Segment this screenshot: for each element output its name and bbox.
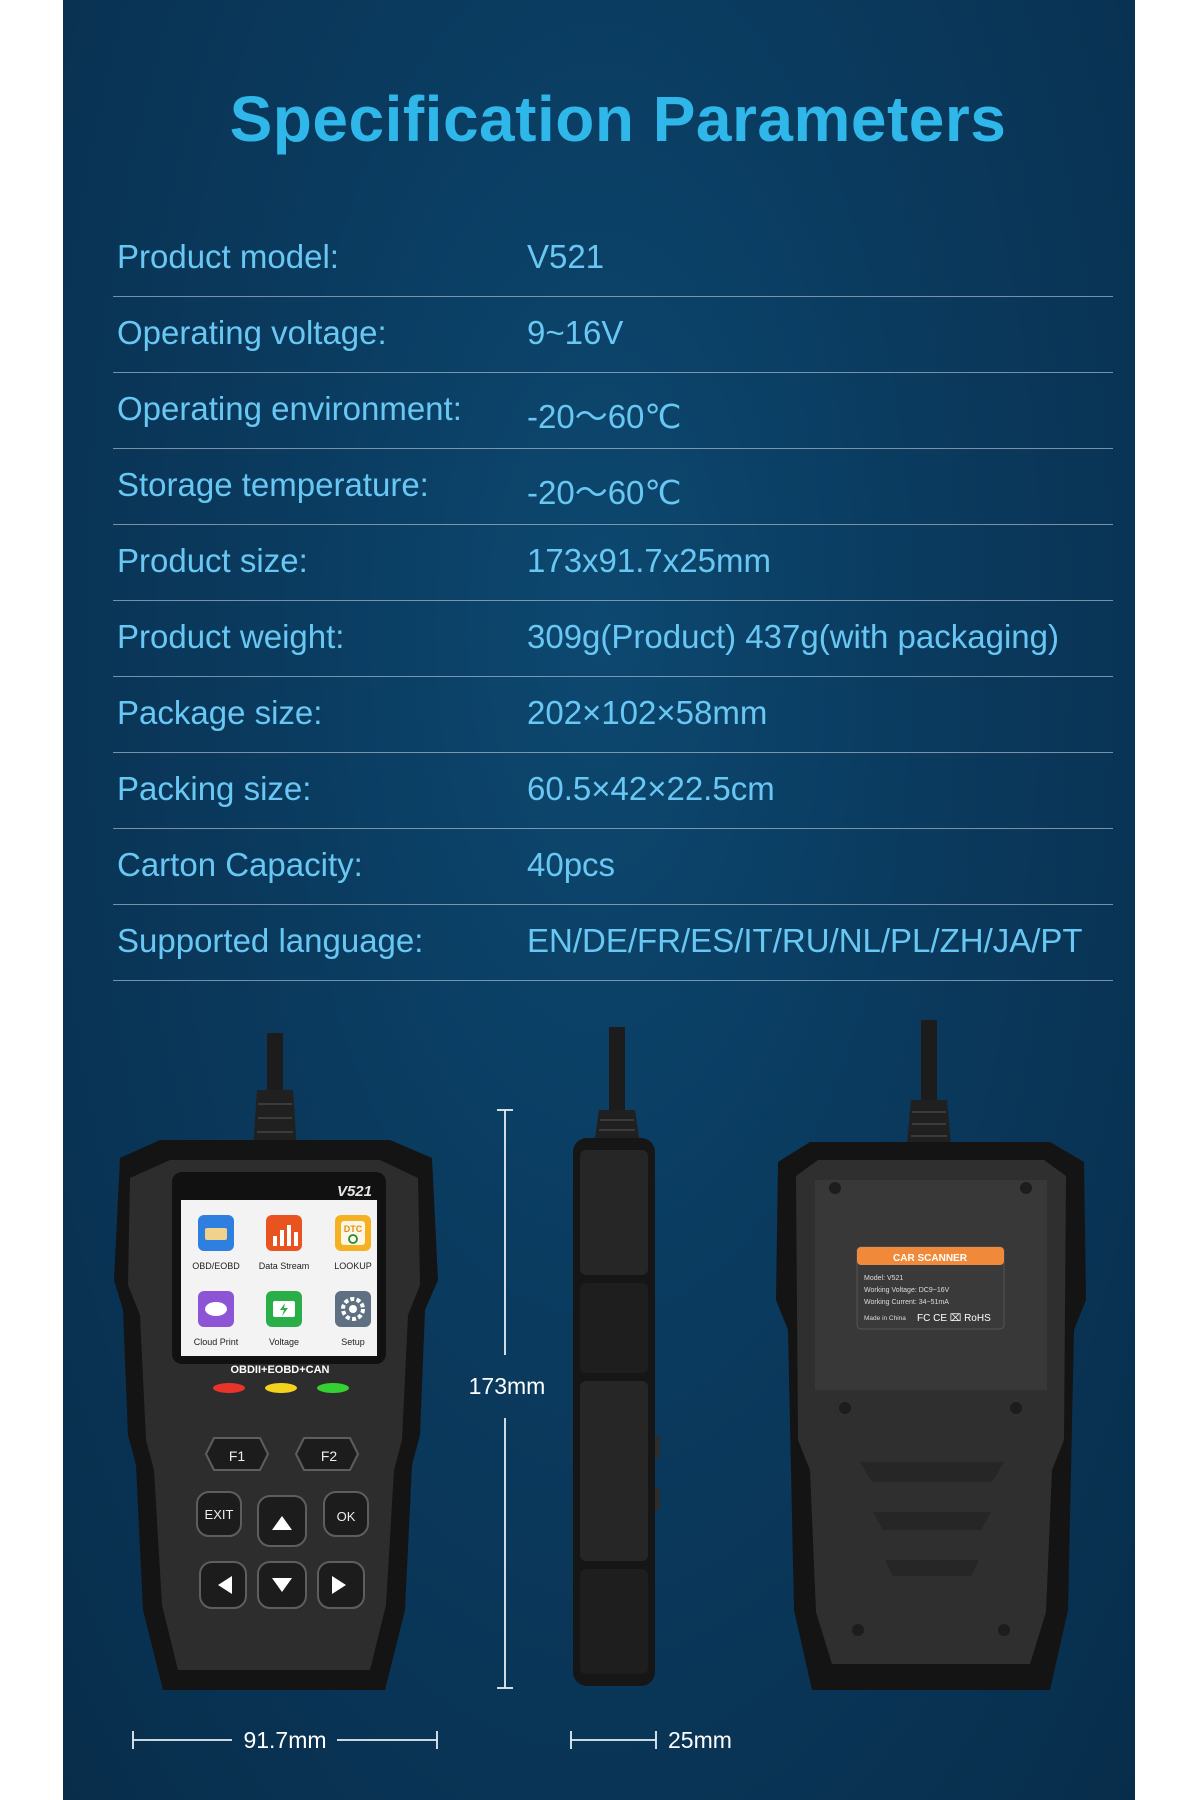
app-label: Data Stream: [259, 1261, 310, 1271]
spec-value: EN/DE/FR/ES/IT/RU/NL/PL/ZH/JA/PT: [527, 922, 1083, 959]
front-view: V521 DTC OBD/EOBD Data Stream LOOKUP Clo…: [114, 1033, 438, 1690]
app-grid: DTC OBD/EOBD Data Stream LOOKUP Cloud Pr…: [192, 1215, 372, 1347]
spec-value: 60.5×42×22.5cm: [527, 770, 775, 807]
page-title: Specification Parameters: [229, 83, 1007, 155]
exit-button: [196, 1491, 242, 1537]
spec-label-sticker: CAR SCANNER Model: V521 Working Voltage:…: [856, 1246, 1005, 1330]
back-view: CAR SCANNER Model: V521 Working Voltage:…: [776, 1020, 1086, 1690]
spec-value: 309g(Product) 437g(with packaging): [527, 618, 1059, 655]
app-label: Setup: [341, 1337, 365, 1347]
spec-row: Packing size: 60.5×42×22.5cm: [113, 752, 1113, 829]
app-label: Voltage: [269, 1337, 299, 1347]
spec-label: Storage temperature:: [117, 466, 429, 503]
svg-text:CAR SCANNER: CAR SCANNER: [893, 1253, 968, 1264]
spec-value: 9~16V: [527, 314, 624, 351]
ok-button: [323, 1491, 369, 1537]
device-model: V521: [337, 1183, 372, 1200]
spec-row: Product model: V521: [113, 220, 1113, 297]
spec-value: 173x91.7x25mm: [527, 542, 771, 579]
spec-label: Carton Capacity:: [117, 846, 363, 883]
red-led: [213, 1383, 245, 1393]
dimension-markers: [132, 1109, 657, 1749]
app-label: Cloud Print: [194, 1337, 239, 1347]
spec-row: Storage temperature: -20～60℃: [113, 448, 1113, 525]
spec-row: Supported language: EN/DE/FR/ES/IT/RU/NL/…: [113, 904, 1113, 981]
f1-button: [204, 1437, 270, 1471]
svg-text:FC CE ⌧ RoHS: FC CE ⌧ RoHS: [917, 1313, 991, 1324]
spec-label: Packing size:: [117, 770, 312, 807]
svg-text:F1: F1: [229, 1448, 246, 1464]
spec-row: Product weight: 309g(Product) 437g(with p…: [113, 600, 1113, 677]
spec-value: -20～60℃: [527, 474, 682, 511]
spec-row: Package size: 202×102×58mm: [113, 676, 1113, 753]
svg-text:Made in China: Made in China: [864, 1315, 906, 1322]
yellow-led: [265, 1383, 297, 1393]
app-label: LOOKUP: [334, 1261, 372, 1271]
width-dimension: 91.7mm: [243, 1727, 326, 1753]
protocols-label: OBDII+EOBD+CAN: [230, 1364, 329, 1376]
svg-text:EXIT: EXIT: [205, 1507, 234, 1522]
spec-row: Carton Capacity: 40pcs: [113, 828, 1113, 905]
spec-value: V521: [527, 238, 605, 275]
spec-label: Product size:: [117, 542, 308, 579]
spec-label: Package size:: [117, 694, 323, 731]
svg-text:Working Current: 34~51mA: Working Current: 34~51mA: [864, 1299, 949, 1306]
spec-row: Operating voltage: 9~16V: [113, 296, 1113, 373]
spec-row: Operating environment: -20～60℃: [113, 372, 1113, 449]
f2-button: [294, 1437, 360, 1471]
side-view: [573, 1027, 660, 1686]
green-led: [317, 1383, 349, 1393]
spec-label: Product weight:: [117, 618, 345, 655]
depth-dimension: 25mm: [668, 1727, 732, 1753]
svg-text:Working Voltage: DC9~16V: Working Voltage: DC9~16V: [864, 1287, 950, 1294]
spec-value: 40pcs: [527, 846, 616, 883]
spec-row: Product size: 173x91.7x25mm: [113, 524, 1113, 601]
svg-text:DTC: DTC: [344, 1224, 363, 1234]
spec-value: -20～60℃: [527, 398, 682, 435]
svg-text:OK: OK: [337, 1509, 356, 1524]
height-dimension: 173mm: [469, 1373, 546, 1399]
spec-label: Operating voltage:: [117, 314, 387, 351]
keypad: F1 F2 EXIT OK: [196, 1437, 369, 1609]
spec-value: 202×102×58mm: [527, 694, 768, 731]
spec-label: Product model:: [117, 238, 339, 275]
spec-label: Supported language:: [117, 922, 424, 959]
svg-text:F2: F2: [321, 1448, 338, 1464]
app-label: OBD/EOBD: [192, 1261, 240, 1271]
svg-text:Model: V521: Model: V521: [864, 1275, 903, 1282]
spec-label: Operating environment:: [117, 390, 462, 427]
